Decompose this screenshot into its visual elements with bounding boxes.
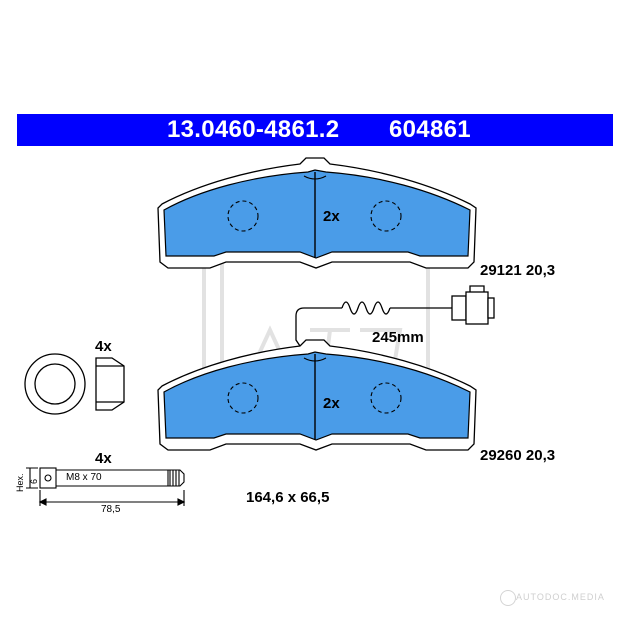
autodoc-logo-icon xyxy=(500,590,516,606)
reference-number: 604861 xyxy=(389,116,471,143)
bolt-drawing xyxy=(26,467,186,506)
part-number: 13.0460-4861.2 xyxy=(167,116,340,143)
bolt-head-label: Hex. xyxy=(15,473,25,492)
wear-sensor xyxy=(295,285,495,347)
bushing-side-view xyxy=(95,357,125,411)
top-pad-quantity: 2x xyxy=(323,208,340,225)
bolt-thread-label: M8 x 70 xyxy=(66,472,102,483)
watermark-text: AUTODOC.MEDIA xyxy=(516,592,605,602)
bottom-pad-quantity: 2x xyxy=(323,395,340,412)
bushing-quantity: 4x xyxy=(95,338,112,355)
pad-dimensions: 164,6 x 66,5 xyxy=(246,489,330,506)
bolt-length-label: 78,5 xyxy=(101,504,121,515)
bolt-head-size: 6 xyxy=(29,478,39,484)
top-brake-pad xyxy=(157,157,477,269)
top-pad-spec: 29121 20,3 xyxy=(480,262,556,279)
sensor-length: 245mm xyxy=(372,329,424,346)
bolt-quantity: 4x xyxy=(95,450,112,467)
bottom-pad-spec: 29260 20,3 xyxy=(480,447,556,464)
header-bar: 13.0460-4861.2 604861 xyxy=(17,114,613,146)
bottom-brake-pad xyxy=(157,339,477,451)
bushing-ring xyxy=(24,353,86,415)
